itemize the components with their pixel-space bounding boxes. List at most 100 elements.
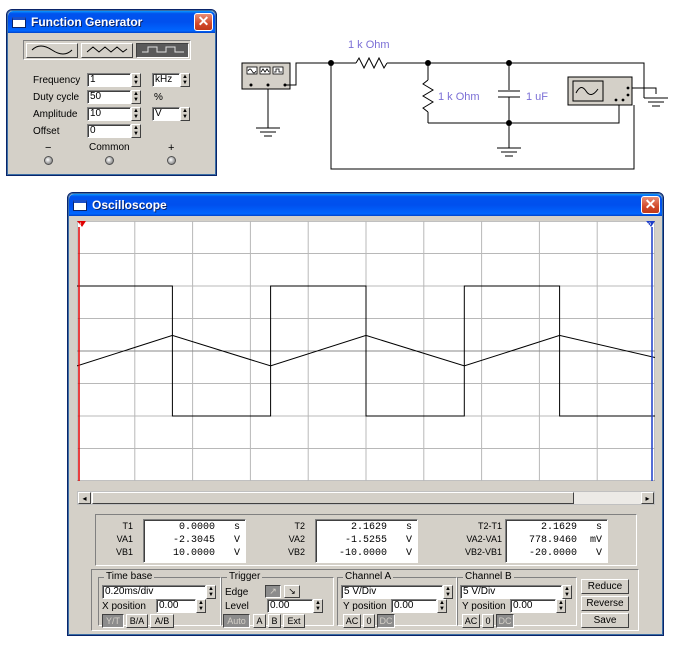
scroll-left-button[interactable]: ◂ — [78, 492, 91, 504]
triangle-wave-icon — [86, 46, 128, 53]
frequency-label: Frequency — [33, 75, 81, 86]
offset-input[interactable]: 0 — [87, 124, 131, 138]
duty-cycle-input[interactable]: 50 — [87, 90, 131, 104]
channel-b-scale-select[interactable]: 5 V/Div — [460, 585, 562, 599]
reverse-button[interactable]: Reverse — [581, 596, 629, 611]
channel-a-zero-button[interactable]: 0 — [363, 614, 375, 628]
window-icon — [12, 16, 26, 28]
trigger-level-input[interactable]: 0.00 — [267, 599, 313, 613]
sine-wave-icon — [31, 45, 73, 55]
channel-b-dc-button[interactable]: DC — [496, 614, 514, 628]
readout-t1-labels: T1 VA1 VB1 — [103, 521, 137, 565]
channel-b-ypos-input[interactable]: 0.00 — [510, 599, 556, 613]
trigger-auto-button[interactable]: Auto — [223, 614, 250, 628]
sine-wave-button[interactable] — [26, 43, 78, 58]
common-terminal[interactable] — [105, 156, 114, 165]
close-button[interactable]: ✕ — [194, 13, 213, 31]
channel-a-ac-button[interactable]: AC — [343, 614, 361, 628]
rising-edge-button[interactable]: ↗ — [265, 585, 281, 598]
r2-label: 1 k Ohm — [438, 91, 480, 103]
oscilloscope-screen[interactable]: 1 2 — [77, 221, 655, 481]
frequency-unit-select[interactable]: kHz — [152, 73, 180, 87]
minus-terminal[interactable] — [44, 156, 53, 165]
window-icon — [73, 199, 87, 211]
close-button[interactable]: ✕ — [641, 196, 660, 214]
function-generator-window: Function Generator ✕ Frequency 1 ▲▼ kHz … — [6, 9, 217, 176]
minus-terminal-label: − — [45, 142, 52, 154]
readout-label: T2-T1 — [477, 521, 502, 531]
save-button[interactable]: Save — [581, 613, 629, 628]
timebase-select[interactable]: 0.20ms/div — [102, 585, 206, 599]
channel-a-ypos-spinner[interactable]: ▲▼ — [437, 599, 447, 613]
square-wave-button[interactable] — [136, 43, 189, 58]
timebase-xpos-input[interactable]: 0.00 — [156, 599, 196, 613]
readout-label: VB2-VB1 — [464, 547, 502, 557]
readout-value: -1.5255 — [344, 535, 387, 546]
trigger-a-button[interactable]: A — [253, 614, 266, 628]
frequency-spinner[interactable]: ▲▼ — [131, 73, 141, 87]
frequency-input[interactable]: 1 — [87, 73, 131, 87]
trigger-level-spinner[interactable]: ▲▼ — [313, 599, 323, 613]
reduce-button[interactable]: Reduce — [581, 579, 629, 594]
plus-terminal[interactable] — [167, 156, 176, 165]
trigger-b-button[interactable]: B — [268, 614, 281, 628]
channel-b-ypos-spinner[interactable]: ▲▼ — [556, 599, 566, 613]
trace-channel-b — [77, 285, 655, 417]
cursor-2-marker[interactable] — [646, 221, 655, 227]
timebase-xpos-spinner[interactable]: ▲▼ — [196, 599, 206, 613]
readout-label: VB2 — [287, 547, 305, 557]
yt-mode-button[interactable]: Y/T — [102, 614, 124, 628]
readout-label: VA2 — [288, 534, 305, 544]
readout-value: -20.0000 — [528, 548, 577, 559]
readout-value: -10.0000 — [338, 548, 387, 559]
horizontal-scrollbar[interactable]: ◂ ▸ — [77, 491, 655, 505]
channel-b-title: Channel B — [463, 571, 514, 582]
channel-a-dc-button[interactable]: DC — [377, 614, 395, 628]
readout-unit: mV — [589, 535, 602, 546]
duty-cycle-spinner[interactable]: ▲▼ — [131, 90, 141, 104]
channel-b-ypos-label: Y position — [462, 601, 506, 612]
trigger-level-label: Level — [225, 601, 249, 612]
readout-unit: V — [405, 535, 412, 546]
ba-mode-button[interactable]: B/A — [126, 614, 148, 628]
offset-spinner[interactable]: ▲▼ — [131, 124, 141, 138]
oscilloscope-titlebar[interactable]: Oscilloscope — [69, 194, 662, 216]
readout-label: T2 — [294, 521, 305, 531]
function-generator-titlebar[interactable]: Function Generator — [8, 11, 215, 33]
scroll-right-button[interactable]: ▸ — [641, 492, 654, 504]
trigger-ext-button[interactable]: Ext — [283, 614, 305, 628]
amplitude-input[interactable]: 10 — [87, 107, 131, 121]
amplitude-spinner[interactable]: ▲▼ — [131, 107, 141, 121]
readout-value: 2.1629 — [540, 522, 577, 533]
scope-traces — [77, 285, 655, 417]
scroll-thumb[interactable] — [92, 492, 574, 504]
cursor-1-marker[interactable] — [77, 221, 86, 227]
readout-unit: V — [233, 548, 240, 559]
resistor-r1[interactable] — [355, 56, 388, 70]
channel-b-zero-button[interactable]: 0 — [482, 614, 494, 628]
cursor-2-label: 2 — [648, 223, 652, 229]
amplitude-unit-select[interactable]: V — [152, 107, 180, 121]
channel-b-ac-button[interactable]: AC — [462, 614, 480, 628]
channel-a-scale-select[interactable]: 5 V/Div — [341, 585, 443, 599]
falling-edge-button[interactable]: ↘ — [284, 585, 300, 598]
circuit-schematic: 1 k Ohm 1 k Ohm 1 uF — [241, 39, 668, 170]
ab-mode-button[interactable]: A/B — [150, 614, 174, 628]
amplitude-label: Amplitude — [33, 109, 78, 120]
channel-a-ypos-label: Y position — [343, 601, 387, 612]
resistor-r2[interactable] — [422, 79, 434, 113]
timebase-spinner[interactable]: ▲▼ — [206, 585, 216, 599]
oscilloscope-window: Oscilloscope ✕ 1 2 ◂ ▸ T1 VA1 VB1 0.00 0 0… — [67, 192, 664, 636]
function-generator-title: Function Generator — [31, 15, 143, 29]
channel-a-scale-spinner[interactable]: ▲▼ — [443, 585, 453, 599]
frequency-unit-spinner[interactable]: ▲▼ — [180, 73, 190, 87]
channel-b-scale-spinner[interactable]: ▲▼ — [562, 585, 572, 599]
channel-b-group: Channel B — [457, 571, 577, 626]
channel-a-ypos-input[interactable]: 0.00 — [391, 599, 437, 613]
triangle-wave-button[interactable] — [81, 43, 133, 58]
readout-unit: V — [405, 548, 412, 559]
plus-terminal-label: + — [168, 142, 175, 154]
amplitude-unit-spinner[interactable]: ▲▼ — [180, 107, 190, 121]
cursor-1-label: 1 — [79, 223, 83, 229]
